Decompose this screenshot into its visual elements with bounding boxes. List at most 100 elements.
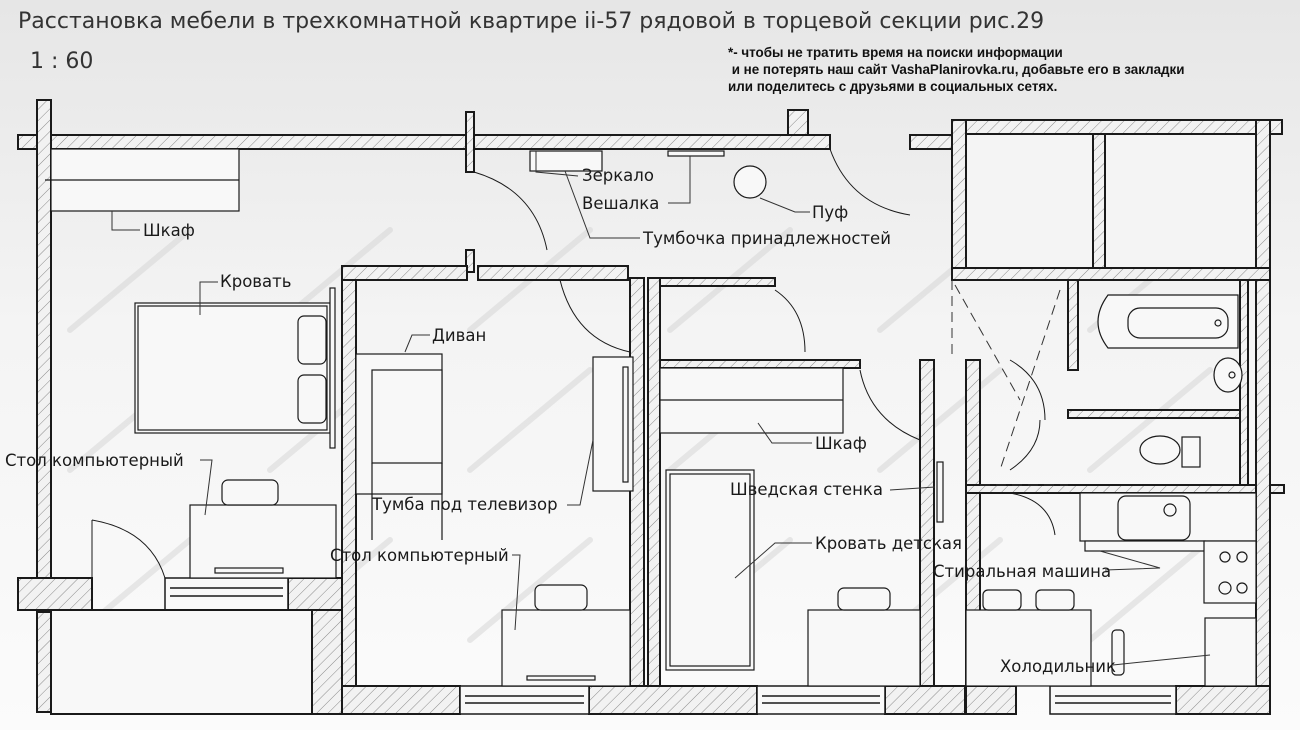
window-living <box>459 685 590 715</box>
door-bedroom <box>91 519 166 579</box>
door-entry <box>473 171 548 251</box>
label-wardrobe-bedroom: Шкаф <box>143 221 195 240</box>
pouf <box>733 165 767 199</box>
sink <box>1117 495 1191 541</box>
label-computer-desk-1: Стол компьютерный <box>5 451 184 470</box>
swedish-wall <box>936 461 944 523</box>
wall-shaft-top <box>951 119 1283 135</box>
label-hanger: Вешалка <box>582 194 659 213</box>
wall-top-mid <box>469 134 831 150</box>
labels: Шкаф Кровать Стол компьютерный Зеркало В… <box>5 166 1116 676</box>
window-bedroom <box>164 577 289 611</box>
wall-left-lower <box>36 611 52 713</box>
chair <box>534 584 588 611</box>
label-pouf: Пуф <box>812 203 848 222</box>
toilet-tank <box>1181 436 1201 468</box>
label-accessory-cabinet: Тумбочка принадлежностей <box>642 229 891 248</box>
chair <box>1035 589 1075 611</box>
wall-bath-right <box>1239 279 1249 491</box>
wall-shaft-left <box>951 119 967 281</box>
wall-living-top-a <box>341 265 468 281</box>
wall-left <box>36 99 52 581</box>
bed-headboard <box>329 287 336 449</box>
wall-kids-right <box>919 359 935 691</box>
label-wardrobe-kids: Шкаф <box>815 434 867 453</box>
shafts <box>965 133 1257 269</box>
label-mirror: Зеркало <box>582 166 654 185</box>
label-sofa: Диван <box>432 326 486 345</box>
dining-table <box>965 609 1092 687</box>
wall-bath-bottom <box>965 484 1285 494</box>
chair <box>221 479 279 506</box>
label-computer-desk-2: Стол компьютерный <box>330 546 509 565</box>
wall-shaft-mid <box>1092 133 1106 269</box>
label-bed: Кровать <box>220 272 291 291</box>
fridge <box>1204 617 1257 687</box>
hanger <box>667 150 725 157</box>
label-washing-machine: Стиральная машина <box>933 562 1111 581</box>
windows <box>164 577 1177 715</box>
washing-machine <box>1084 540 1206 552</box>
bath-drain <box>1214 319 1222 327</box>
chair <box>982 589 1022 611</box>
door-closet <box>774 289 806 353</box>
label-swedish-wall: Шведская стенка <box>730 480 883 499</box>
vent-shaft <box>787 109 809 136</box>
balcony <box>50 609 313 715</box>
wall-shaft-right <box>1255 119 1271 281</box>
plan-scale: 1 : 60 <box>30 49 94 74</box>
wall-corridor-stub-top <box>465 111 475 173</box>
sink-drain <box>1163 503 1177 517</box>
note-line-2: и не потерять наш сайт VashaPlanirovka.r… <box>728 62 1185 77</box>
wall-bath-top <box>1067 279 1079 371</box>
plan-title: Расстановка мебели в трехкомнатной кварт… <box>18 9 1045 34</box>
bath-sink <box>1213 357 1243 393</box>
note-line-3: или поделитесь с друзьями в социальных с… <box>728 79 1058 94</box>
door-kitchen <box>1009 492 1056 536</box>
hall-dashes <box>951 280 1068 486</box>
wall-top-left <box>17 134 471 150</box>
wall-closet-bottom <box>659 359 861 369</box>
door-wc <box>1009 419 1041 471</box>
pillow <box>297 315 327 365</box>
note-line-1: *- чтобы не тратить время на поиски инфо… <box>728 45 1063 60</box>
wall-living-top-b <box>477 265 629 281</box>
computer-desk-2 <box>501 609 631 687</box>
wall-balcony-right <box>311 609 343 715</box>
burner <box>1236 582 1248 594</box>
burner <box>1218 581 1232 595</box>
wall-bottom-kitchen-l <box>965 685 1017 715</box>
label-kids-bed: Кровать детская <box>815 534 962 553</box>
desk-keyboard <box>214 567 284 574</box>
wall-bottom-mid <box>588 685 758 715</box>
wall-shaft-bottom <box>951 267 1271 281</box>
furniture <box>45 148 1257 687</box>
wall-bottom-kitchen <box>1175 685 1271 715</box>
wall-corridor-stub-bottom <box>465 249 475 273</box>
kids-bed <box>665 469 755 671</box>
wall-right-outer <box>1255 279 1271 701</box>
door-kids <box>859 369 921 441</box>
toilet-bowl <box>1139 435 1181 465</box>
wall-bedroom-bottom-r <box>287 577 343 611</box>
burner <box>1219 551 1231 563</box>
stove <box>1203 540 1257 604</box>
door-front <box>829 148 911 216</box>
leader-lines <box>111 151 1211 666</box>
window-kitchen <box>1049 685 1177 715</box>
label-tv-stand: Тумба под телевизор <box>371 495 558 514</box>
shaft-box-right <box>1104 133 1257 269</box>
wall-bottom-kids <box>884 685 966 715</box>
accessory-cabinet <box>529 150 603 172</box>
wall-top-right-ext <box>909 134 953 150</box>
computer-desk-1 <box>189 504 337 579</box>
door-living <box>559 279 631 353</box>
shaft-box-left <box>965 133 1094 269</box>
label-fridge: Холодильник <box>1000 657 1116 676</box>
door-bath <box>1009 359 1046 421</box>
desk-kids <box>807 609 921 687</box>
burner <box>1236 551 1248 563</box>
wall-closet-top <box>659 277 776 287</box>
wall-kids-left <box>647 277 661 687</box>
